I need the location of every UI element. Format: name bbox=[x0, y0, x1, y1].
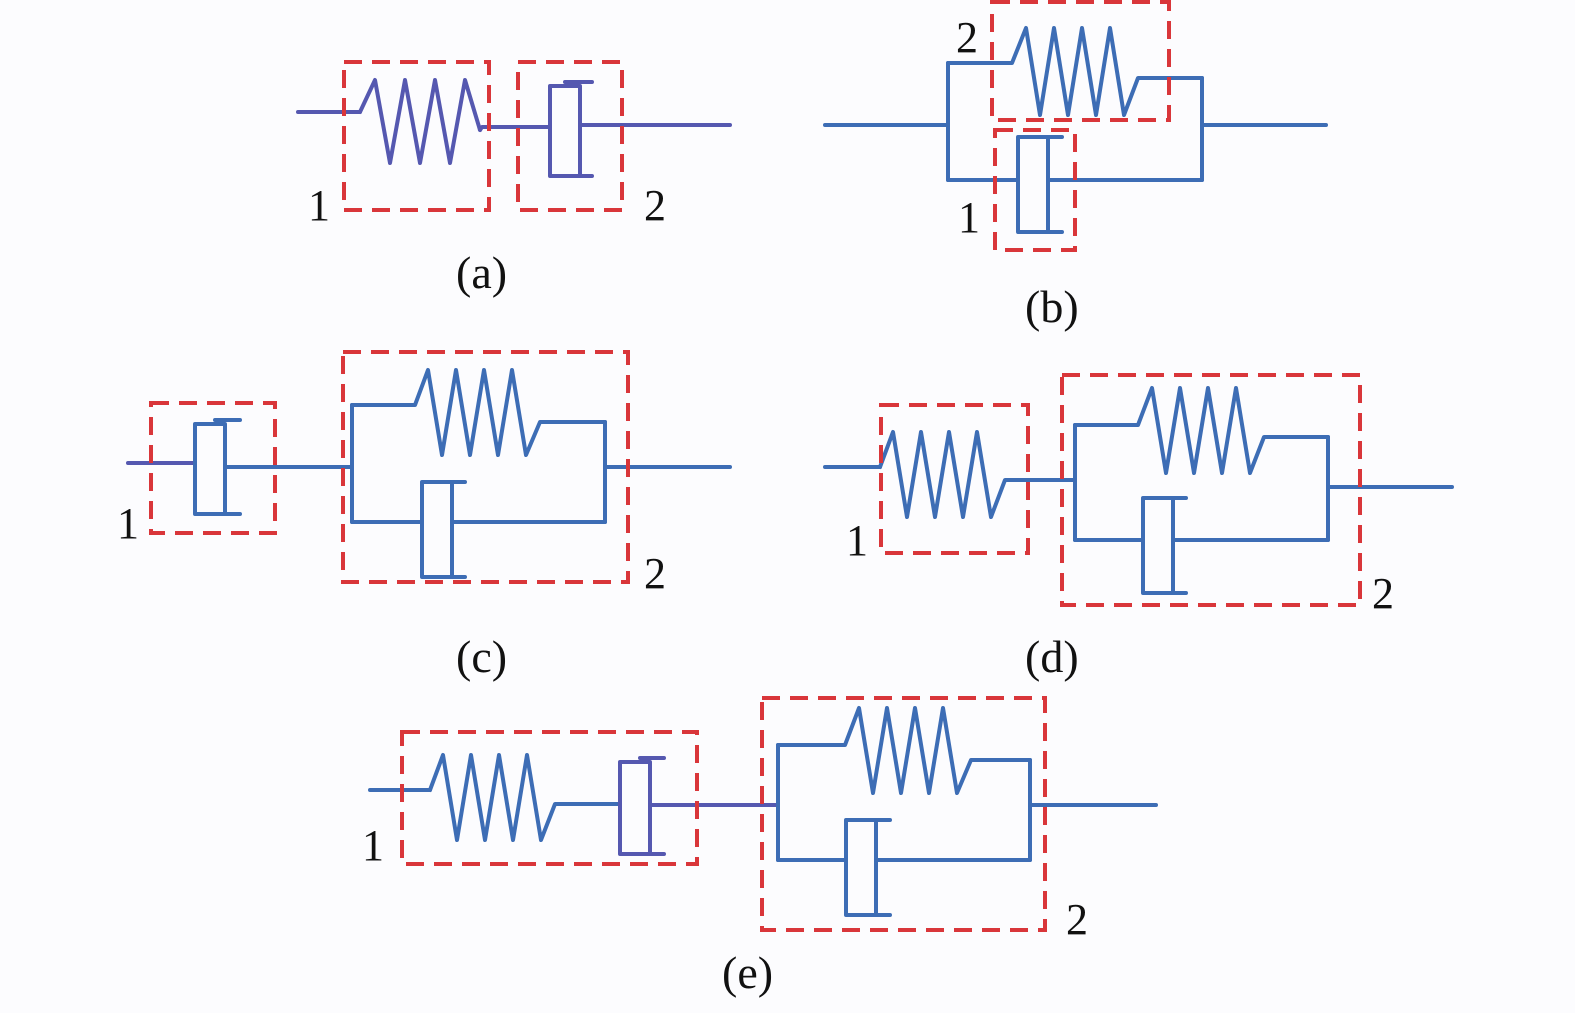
panel-a-link bbox=[478, 125, 552, 132]
panel-b-label-2: 2 bbox=[956, 13, 978, 62]
panel-e-spring-1 bbox=[428, 753, 622, 842]
panel-c-caption: (c) bbox=[456, 631, 507, 682]
panel-a-label-1: 1 bbox=[308, 181, 330, 230]
panel-d-spring-1 bbox=[878, 430, 1077, 519]
panel-e-label-1: 1 bbox=[362, 821, 384, 870]
panel-e: 1 2 (e) bbox=[362, 696, 1158, 998]
panel-c-box-2 bbox=[341, 350, 630, 584]
panel-e-dashpot-1 bbox=[618, 756, 780, 856]
panel-d-spring-2 bbox=[1073, 386, 1330, 475]
panel-c-label-2: 2 bbox=[644, 549, 666, 598]
panel-b-box-1 bbox=[993, 128, 1077, 252]
panel-c-box-1 bbox=[149, 401, 277, 535]
panel-a: 1 2 (a) bbox=[296, 60, 732, 298]
panel-d-caption: (d) bbox=[1025, 631, 1079, 682]
panel-a-dashpot bbox=[548, 80, 732, 178]
panel-e-label-2: 2 bbox=[1066, 895, 1088, 944]
panel-c-dashpot-2 bbox=[350, 480, 607, 579]
panel-a-spring bbox=[358, 78, 482, 165]
panel-a-label-2: 2 bbox=[644, 181, 666, 230]
panel-e-caption: (e) bbox=[722, 947, 773, 998]
panel-e-dashpot-2 bbox=[776, 818, 1032, 917]
panel-c-spring bbox=[350, 368, 607, 457]
panel-a-caption: (a) bbox=[456, 247, 507, 298]
panel-e-spring-2 bbox=[776, 706, 1032, 795]
panel-c-label-1: 1 bbox=[117, 499, 139, 548]
panel-e-box-1 bbox=[400, 730, 699, 866]
panel-b: 2 1 (b) bbox=[823, 0, 1328, 332]
panel-b-label-1: 1 bbox=[958, 193, 980, 242]
panel-a-box-1 bbox=[342, 60, 491, 212]
panel-b-box-2 bbox=[990, 0, 1171, 122]
panel-b-caption: (b) bbox=[1025, 281, 1079, 332]
panel-d-dashpot bbox=[1073, 496, 1330, 595]
panel-d: 1 2 (d) bbox=[823, 373, 1454, 682]
panel-d-box-2 bbox=[1060, 373, 1362, 607]
panel-b-spring bbox=[946, 26, 1204, 117]
panel-d-label-2: 2 bbox=[1372, 569, 1394, 618]
panel-d-label-1: 1 bbox=[846, 516, 868, 565]
panel-d-box-1 bbox=[879, 403, 1030, 555]
panel-c-dashpot-1 bbox=[193, 418, 354, 516]
panel-e-box-2 bbox=[760, 696, 1047, 932]
panel-a-box-2 bbox=[516, 60, 624, 212]
panel-c: 1 2 (c) bbox=[117, 350, 732, 682]
